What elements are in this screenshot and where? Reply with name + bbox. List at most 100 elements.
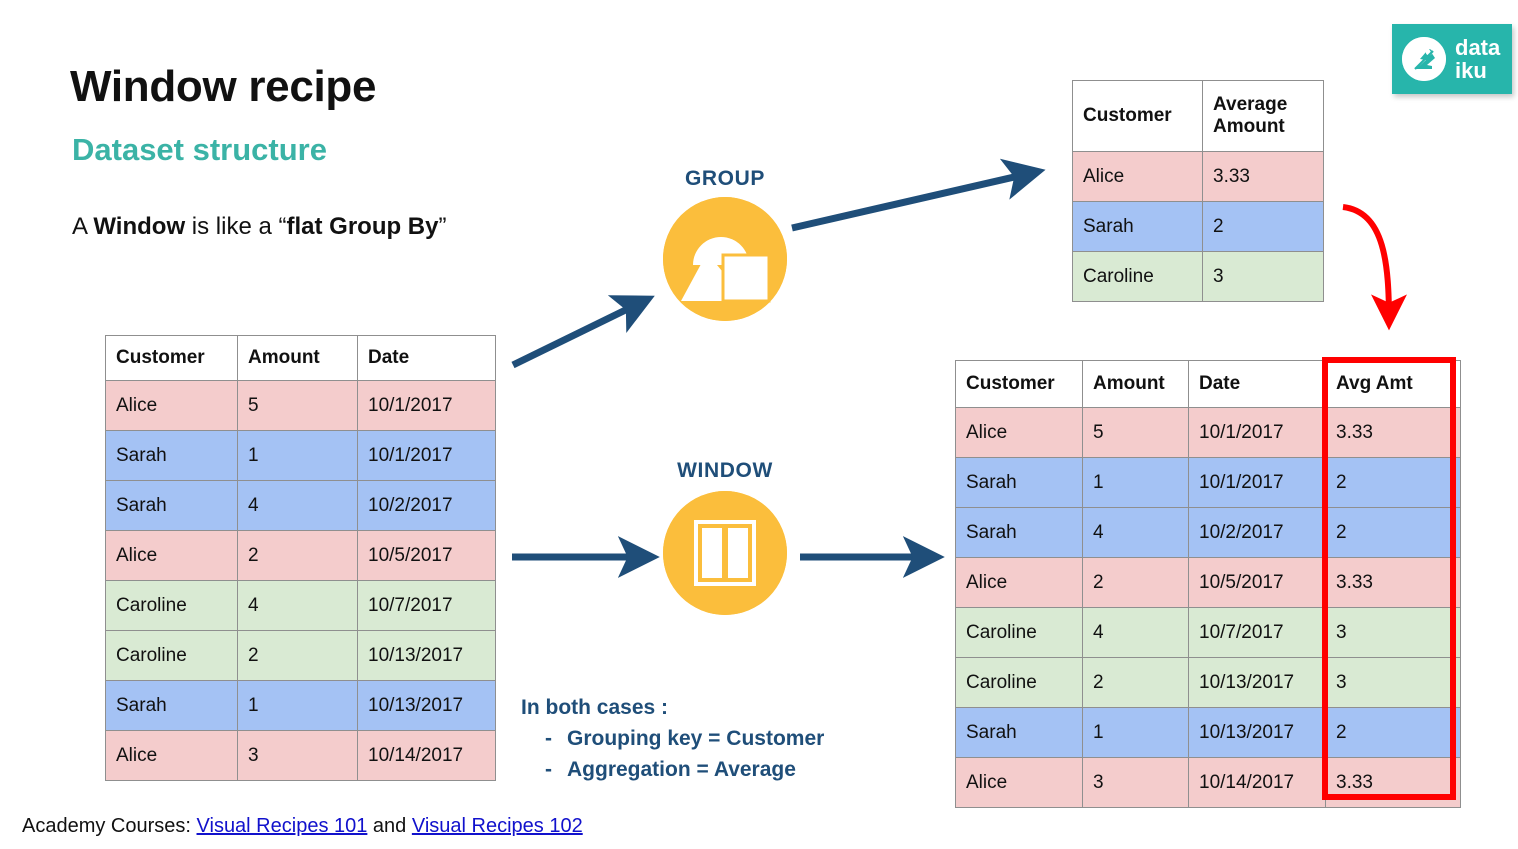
cell-customer: Alice bbox=[955, 757, 1083, 808]
tagline: A Window is like a “flat Group By” bbox=[72, 213, 447, 241]
footer-prefix: Academy Courses: bbox=[22, 815, 197, 837]
column-header-amount: Amount bbox=[1082, 360, 1189, 408]
cell-date: 10/1/2017 bbox=[357, 430, 496, 481]
column-header-customer: Customer bbox=[955, 360, 1083, 408]
cell-date: 10/13/2017 bbox=[1188, 707, 1326, 758]
column-header-average-amount: Average Amount bbox=[1202, 80, 1324, 152]
cell-avg-amt: 2 bbox=[1325, 707, 1461, 758]
cell-date: 10/5/2017 bbox=[357, 530, 496, 581]
cell-date: 10/1/2017 bbox=[357, 380, 496, 431]
cell-customer: Sarah bbox=[1072, 201, 1203, 252]
cell-amount: 3 bbox=[237, 730, 358, 781]
window-recipe-icon bbox=[663, 491, 787, 615]
cell-amount: 4 bbox=[237, 480, 358, 531]
cell-customer: Sarah bbox=[105, 680, 238, 731]
cell-date: 10/14/2017 bbox=[357, 730, 496, 781]
arrow-group-values-to-avg-column bbox=[1342, 204, 1407, 331]
cell-customer: Alice bbox=[105, 530, 238, 581]
cell-date: 10/1/2017 bbox=[1188, 457, 1326, 508]
cell-avg-amt: 2 bbox=[1325, 457, 1461, 508]
cell-avg-amt: 2 bbox=[1325, 507, 1461, 558]
cell-customer: Alice bbox=[955, 407, 1083, 458]
cell-date: 10/13/2017 bbox=[357, 630, 496, 681]
dataiku-wordmark: data iku bbox=[1455, 36, 1500, 82]
cell-date: 10/1/2017 bbox=[1188, 407, 1326, 458]
cell-amount: 3 bbox=[1082, 757, 1189, 808]
visual-recipes-102-link[interactable]: Visual Recipes 102 bbox=[411, 815, 583, 837]
cell-date: 10/13/2017 bbox=[357, 680, 496, 731]
cell-customer: Caroline bbox=[1072, 251, 1203, 302]
cell-amount: 2 bbox=[237, 530, 358, 581]
cell-avg-amt: 3.33 bbox=[1325, 407, 1461, 458]
cell-amount: 5 bbox=[1082, 407, 1189, 458]
cell-amount: 4 bbox=[1082, 607, 1189, 658]
group-recipe-icon bbox=[663, 197, 787, 321]
footer-conjunction: and bbox=[367, 815, 412, 837]
dataiku-bird-icon bbox=[1402, 37, 1446, 81]
column-header-avg-amt: Avg Amt bbox=[1325, 360, 1461, 408]
cell-amount: 1 bbox=[237, 430, 358, 481]
cell-date: 10/7/2017 bbox=[357, 580, 496, 631]
group-recipe-node[interactable] bbox=[663, 197, 787, 321]
cell-customer: Sarah bbox=[105, 430, 238, 481]
cell-customer: Caroline bbox=[955, 657, 1083, 708]
cell-average-amount: 2 bbox=[1202, 201, 1324, 252]
cell-date: 10/2/2017 bbox=[1188, 507, 1326, 558]
footer: Academy Courses: Visual Recipes 101 and … bbox=[22, 815, 583, 838]
page-subtitle: Dataset structure bbox=[72, 132, 327, 167]
cell-date: 10/14/2017 bbox=[1188, 757, 1326, 808]
tagline-part-5: ” bbox=[438, 213, 447, 240]
cell-amount: 1 bbox=[1082, 457, 1189, 508]
cell-date: 10/7/2017 bbox=[1188, 607, 1326, 658]
tagline-part-1: A bbox=[72, 213, 94, 240]
cell-customer: Caroline bbox=[105, 580, 238, 631]
dataiku-logo: data iku bbox=[1392, 24, 1512, 94]
cell-amount: 4 bbox=[1082, 507, 1189, 558]
cell-customer: Sarah bbox=[955, 507, 1083, 558]
bullet-dash: - bbox=[545, 758, 552, 781]
logo-line-2: iku bbox=[1455, 58, 1487, 83]
cell-amount: 4 bbox=[237, 580, 358, 631]
cell-customer: Sarah bbox=[955, 707, 1083, 758]
callout-item-2-label: Aggregation = Average bbox=[567, 758, 796, 781]
cell-amount: 5 bbox=[237, 380, 358, 431]
callout-block: In both cases : - Grouping key = Custome… bbox=[521, 693, 824, 784]
cell-average-amount: 3.33 bbox=[1202, 151, 1324, 202]
group-node-label: GROUP bbox=[684, 167, 765, 190]
cell-date: 10/13/2017 bbox=[1188, 657, 1326, 708]
bird-glyph bbox=[1402, 37, 1446, 81]
logo-line-1: data bbox=[1455, 35, 1501, 60]
cell-customer: Sarah bbox=[105, 480, 238, 531]
callout-heading: In both cases : bbox=[521, 696, 669, 719]
cell-amount: 1 bbox=[237, 680, 358, 731]
cell-customer: Alice bbox=[955, 557, 1083, 608]
column-header-date: Date bbox=[357, 335, 496, 381]
column-header-customer: Customer bbox=[105, 335, 238, 381]
bullet-dash: - bbox=[545, 727, 552, 750]
window-recipe-node[interactable] bbox=[663, 491, 787, 615]
visual-recipes-101-link[interactable]: Visual Recipes 101 bbox=[196, 815, 368, 837]
cell-customer: Caroline bbox=[955, 607, 1083, 658]
cell-date: 10/5/2017 bbox=[1188, 557, 1326, 608]
